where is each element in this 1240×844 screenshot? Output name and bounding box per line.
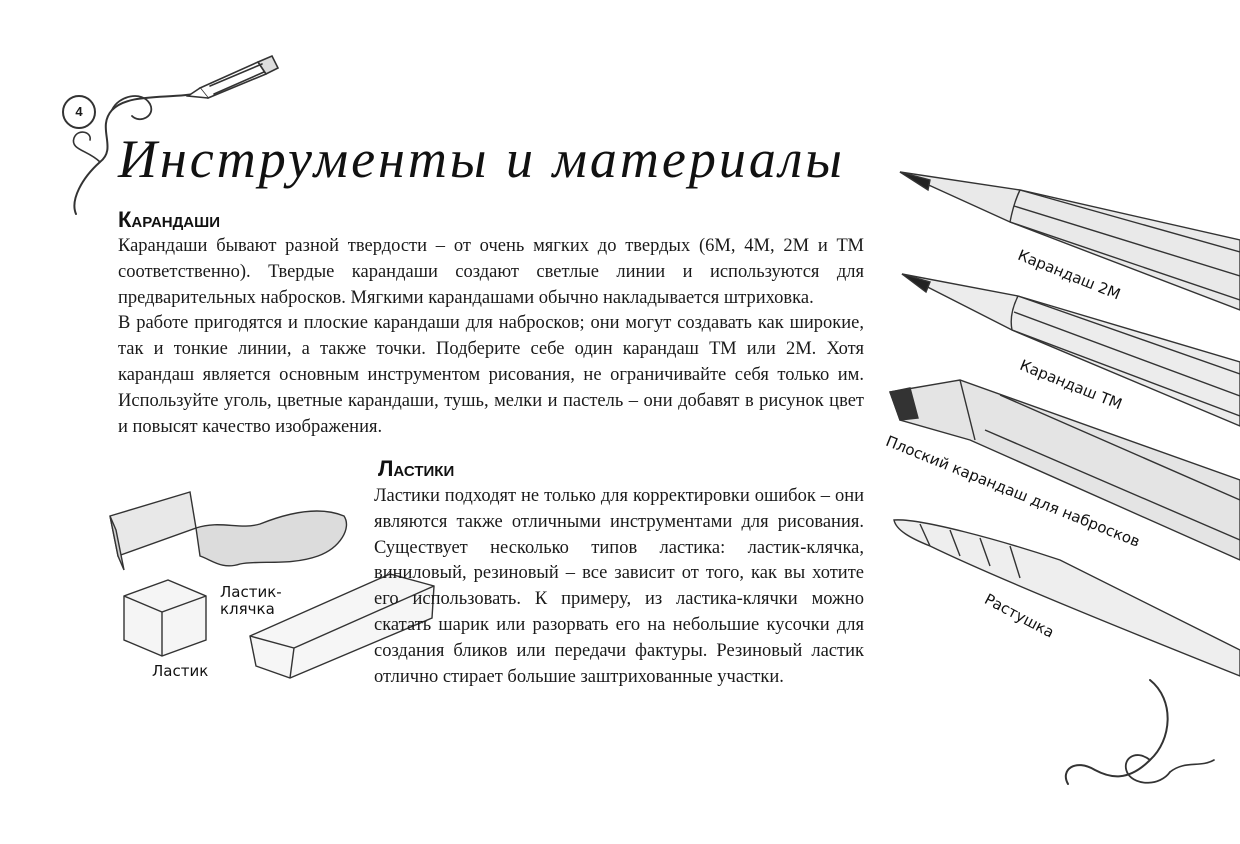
- page-number: 4: [62, 95, 96, 129]
- pencils-text: Карандаши бывают разной твердости – от о…: [118, 234, 864, 440]
- pencils-paragraph: Карандаши бывают разной твердости – от о…: [118, 236, 864, 308]
- page-title: Инструменты и материалы: [118, 129, 845, 189]
- eraser-drawings: [109, 491, 435, 679]
- blending-stump-drawing: [893, 519, 1240, 677]
- decorative-swirl: [1065, 679, 1169, 785]
- pencil-2m-drawing: [899, 171, 1240, 311]
- decorative-swirl: [73, 91, 206, 215]
- small-pencil-icon: [185, 54, 280, 99]
- erasers-heading: Ластики: [378, 456, 455, 481]
- pencil-tm-drawing: [901, 273, 1240, 427]
- erasers-text: Ластики подходят не только для корректир…: [374, 486, 864, 687]
- flat-pencil-drawing: [889, 379, 1240, 561]
- label-kneaded-eraser: Ластик-клячка: [220, 583, 282, 618]
- pencils-heading: Карандаши: [118, 207, 220, 232]
- label-eraser: Ластик: [152, 662, 209, 680]
- eraser-cube: [123, 579, 207, 657]
- pencils-paragraph: В работе пригодятся и плоские карандаши …: [118, 313, 864, 437]
